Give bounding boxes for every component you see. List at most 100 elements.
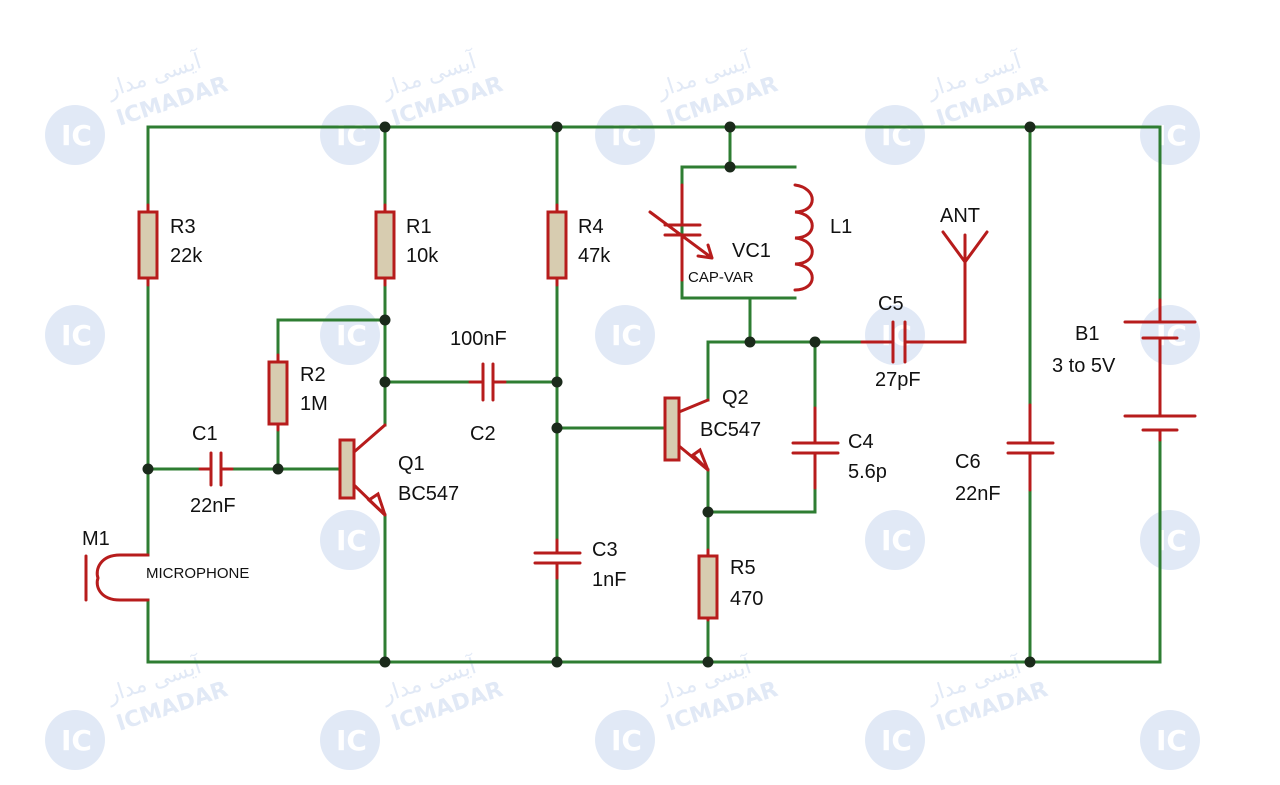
watermark-badge: IC	[1140, 305, 1200, 365]
junction-dot	[142, 463, 154, 475]
junction-dot	[551, 121, 563, 133]
svg-text:IC: IC	[881, 524, 912, 557]
svg-text:IC: IC	[336, 119, 367, 152]
c6-value-label: 22nF	[955, 483, 1001, 505]
c1-value-label: 22nF	[190, 495, 236, 517]
junction-dot	[702, 656, 714, 668]
variable-capacitor-vc1: VC1 CAP-VAR	[648, 183, 771, 286]
resistor-r3: R3 22k	[137, 203, 203, 287]
r1-value-label: 10k	[406, 245, 439, 267]
junction-dot	[724, 121, 736, 133]
svg-text:IC: IC	[611, 119, 642, 152]
c4-value-label: 5.6p	[848, 461, 887, 483]
c6-ref-label: C6	[955, 451, 981, 473]
watermark-badge: IC	[1140, 710, 1200, 770]
junction-dot	[379, 656, 391, 668]
watermark-badge: IC آیسی مدار ICMADAR	[320, 652, 506, 770]
watermark-badge: IC آیسی مدار ICMADAR	[45, 652, 231, 770]
r5-value-label: 470	[730, 588, 763, 610]
wire-collector-node	[706, 340, 864, 402]
watermark-badge: IC آیسی مدار ICMADAR	[595, 47, 781, 165]
r4-ref-label: R4	[578, 216, 604, 238]
battery-b1: B1 3 to 5V	[1052, 298, 1197, 442]
junction-dot	[1024, 656, 1036, 668]
svg-text:IC: IC	[61, 319, 92, 352]
b1-ref-label: B1	[1075, 323, 1099, 345]
junction-dot	[744, 336, 756, 348]
resistor-r1: R1 10k	[374, 203, 439, 287]
watermark-badge: IC آیسی مدار ICMADAR	[865, 47, 1051, 165]
inductor-l1: L1	[793, 183, 852, 292]
junction-dot	[551, 422, 563, 434]
b1-value-label: 3 to 5V	[1052, 355, 1116, 377]
wiring	[146, 125, 1162, 664]
junction-dot	[724, 161, 736, 173]
svg-text:IC: IC	[336, 724, 367, 757]
r1-ref-label: R1	[406, 216, 432, 238]
c5-value-label: 27pF	[875, 369, 921, 391]
watermark-badge: IC آیسی مدار ICMADAR	[320, 47, 506, 165]
watermark-badge: IC	[1140, 105, 1200, 165]
c5-ref-label: C5	[878, 293, 904, 315]
r5-ref-label: R5	[730, 557, 756, 579]
watermark-badge: IC	[320, 510, 380, 570]
junction-dot	[702, 506, 714, 518]
c3-value-label: 1nF	[592, 569, 626, 591]
q2-value-label: BC547	[700, 419, 761, 441]
r3-value-label: 22k	[170, 245, 203, 267]
watermark-badge: IC	[865, 305, 925, 365]
resistor-r4: R4 47k	[546, 203, 611, 287]
l1-ref-label: L1	[830, 216, 852, 238]
svg-text:IC: IC	[881, 119, 912, 152]
svg-text:IC: IC	[61, 724, 92, 757]
q1-value-label: BC547	[398, 483, 459, 505]
wire-c4-bottom	[706, 486, 817, 514]
watermark-badge: IC	[595, 305, 655, 365]
r2-ref-label: R2	[300, 364, 326, 386]
m1-value-label: MICROPHONE	[146, 565, 249, 582]
junction-dot	[551, 656, 563, 668]
capacitor-c1: C1 22nF	[190, 423, 236, 517]
q2-ref-label: Q2	[722, 387, 749, 409]
q1-emitter-arrow	[366, 491, 387, 517]
c3-ref-label: C3	[592, 539, 618, 561]
c4-ref-label: C4	[848, 431, 874, 453]
r4-value-label: 47k	[578, 245, 611, 267]
capacitor-c2: 100nF C2	[450, 328, 507, 445]
transistor-q1: Q1 BC547	[338, 423, 459, 517]
watermark-badge: IC آیسی مدار ICMADAR	[865, 652, 1051, 770]
junction-dot	[379, 121, 391, 133]
svg-text:IC: IC	[61, 119, 92, 152]
watermark-badge: IC آیسی مدار ICMADAR	[595, 652, 781, 770]
junctions	[142, 121, 1036, 668]
vc1-value-label: CAP-VAR	[688, 269, 754, 286]
junction-dot	[809, 336, 821, 348]
capacitor-c5: C5 27pF	[860, 260, 967, 391]
transistor-q2: Q2 BC547	[663, 387, 761, 472]
capacitor-c6: C6 22nF	[955, 403, 1055, 505]
svg-text:IC: IC	[1156, 724, 1187, 757]
junction-dot	[379, 314, 391, 326]
c1-ref-label: C1	[192, 423, 218, 445]
svg-text:IC: IC	[611, 319, 642, 352]
q1-ref-label: Q1	[398, 453, 425, 475]
junction-dot	[1024, 121, 1036, 133]
svg-text:IC: IC	[881, 319, 912, 352]
junction-dot	[272, 463, 284, 475]
watermark-badge: IC	[865, 510, 925, 570]
q2-emitter-arrow	[690, 447, 710, 472]
m1-ref-label: M1	[82, 528, 110, 550]
watermark-badge: IC آیسی مدار ICMADAR	[45, 47, 231, 165]
svg-text:IC: IC	[336, 524, 367, 557]
watermark-badge: IC	[1140, 510, 1200, 570]
watermark-badge: IC	[45, 305, 105, 365]
c2-value-label: 100nF	[450, 328, 507, 350]
r2-value-label: 1M	[300, 393, 328, 415]
capacitor-c3: C3 1nF	[533, 538, 626, 591]
microphone-m1: M1 MICROPHONE	[82, 528, 249, 602]
svg-text:IC: IC	[611, 724, 642, 757]
junction-dot	[551, 376, 563, 388]
c2-ref-label: C2	[470, 423, 496, 445]
wire-r2-loop	[276, 318, 387, 357]
